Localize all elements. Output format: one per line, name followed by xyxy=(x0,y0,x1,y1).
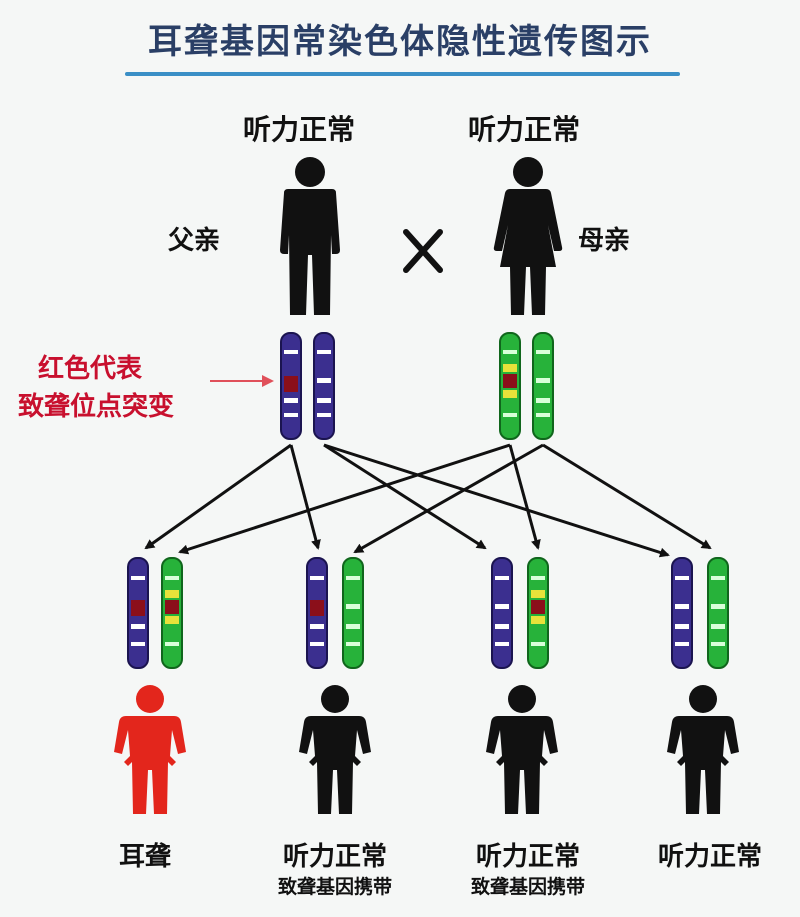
father-role-label: 父亲 xyxy=(168,226,221,256)
child1-chromosomes xyxy=(127,557,183,669)
mother-chromosome-normal xyxy=(532,332,554,440)
arrow-father-b-child4 xyxy=(323,443,670,558)
child3-note-label: 致聋基因携带 xyxy=(470,876,585,898)
child3-status-label: 听力正常 xyxy=(475,842,580,872)
father-chromosome-normal xyxy=(313,332,335,440)
inheritance-arrows xyxy=(144,443,712,558)
parent-chromosomes xyxy=(280,332,554,440)
child2-figure-icon xyxy=(299,685,371,814)
child2-note-label: 致聋基因携带 xyxy=(277,876,392,898)
mutation-legend: 红色代表 致聋位点突变 xyxy=(18,350,174,426)
mother-status-label: 听力正常 xyxy=(468,113,581,146)
child1-figure-icon xyxy=(114,685,186,814)
page-title: 耳聋基因常染色体隐性遗传图示 xyxy=(148,22,652,62)
mutation-legend-line1: 红色代表 xyxy=(38,354,143,384)
mutation-legend-line2: 致聋位点突变 xyxy=(18,392,175,422)
arrow-father-b-child3 xyxy=(323,443,487,550)
mother-chromosome-mutated xyxy=(499,332,521,440)
mother-role-label: 母亲 xyxy=(578,226,631,256)
cross-icon xyxy=(403,229,443,273)
arrow-father-a-child1 xyxy=(144,443,292,550)
child4-chromosomes xyxy=(671,557,729,669)
arrow-mother-b-child2 xyxy=(353,443,544,554)
child3-chromosomes xyxy=(491,557,549,669)
father-figure-icon xyxy=(280,157,340,315)
child3-figure-icon xyxy=(486,685,558,814)
arrow-father-a-child2 xyxy=(289,444,321,550)
child2-chromosomes xyxy=(306,557,364,669)
father-chromosome-mutated xyxy=(280,332,302,440)
arrow-mother-a-child1 xyxy=(178,443,511,555)
child1-status-label: 耳聋 xyxy=(118,842,171,872)
child2-status-label: 听力正常 xyxy=(282,842,387,872)
child4-status-label: 听力正常 xyxy=(657,842,762,872)
arrow-mother-b-child4 xyxy=(542,443,712,550)
father-status-label: 听力正常 xyxy=(243,113,356,146)
mother-figure-icon xyxy=(493,157,563,315)
title-divider xyxy=(125,72,680,76)
child4-figure-icon xyxy=(667,685,739,814)
